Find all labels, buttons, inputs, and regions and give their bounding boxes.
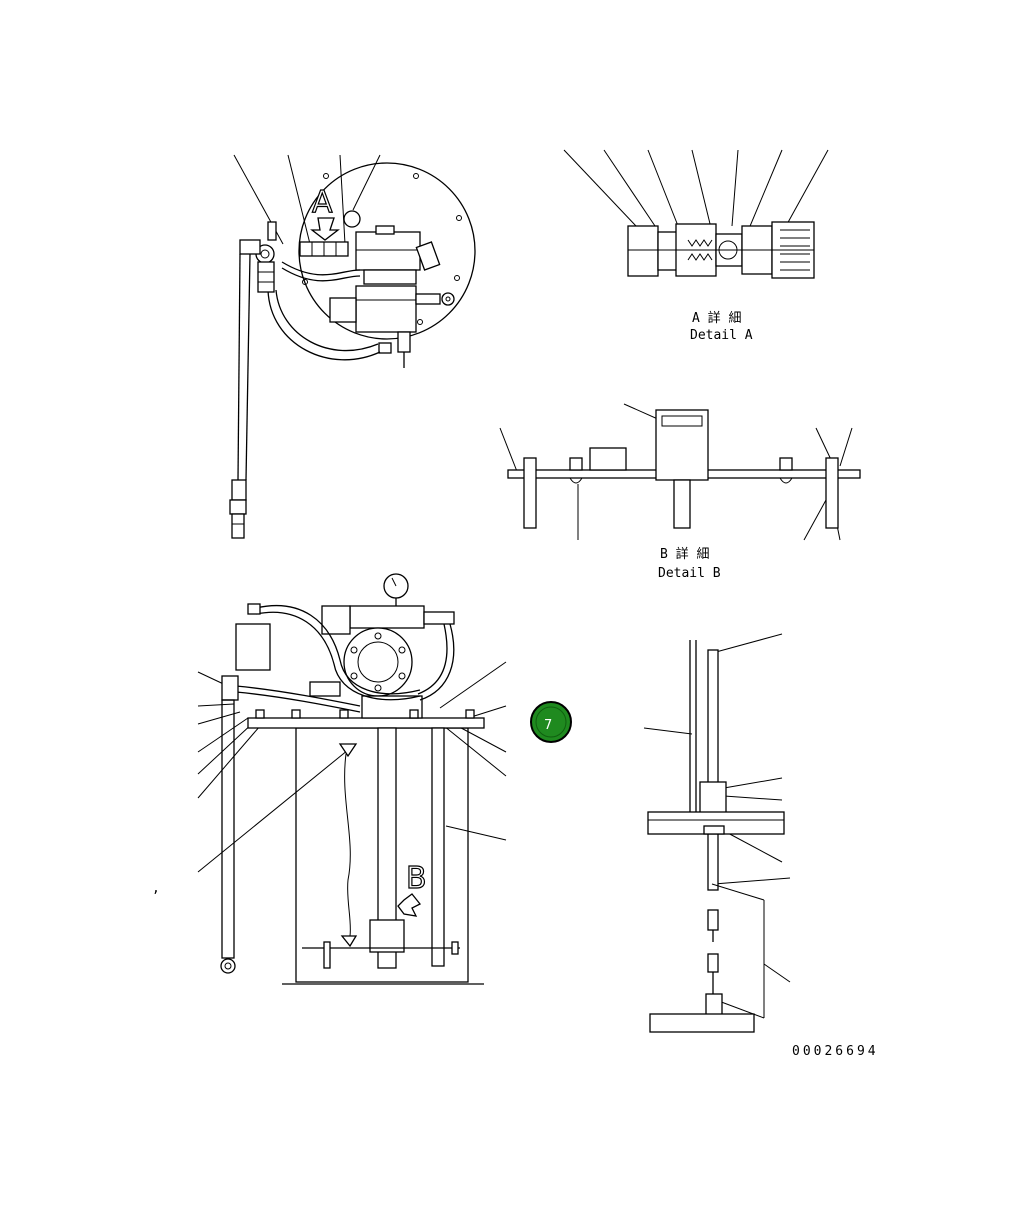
top-view-assembly: A [229, 154, 476, 539]
detail-a-en-label: Detail A [690, 328, 753, 343]
detail-b-section: B 詳 細 Detail B [499, 403, 861, 581]
view-arrow-b [397, 893, 422, 917]
detail-a-jp-label: A 詳 細 [692, 310, 741, 326]
page-number-text: 7 [544, 718, 552, 733]
detail-b-jp-label: B 詳 細 [660, 546, 709, 562]
dip-rod-section [643, 633, 791, 1033]
detail-b-en-label: Detail B [658, 566, 721, 581]
stray-mark: , [152, 881, 160, 896]
page-number-badge: 7 [530, 701, 572, 743]
view-arrow-a [310, 217, 340, 241]
drawing-number: 00026694 [792, 1044, 879, 1059]
side-view-assembly: B , [152, 573, 507, 985]
callout-a-label: A [312, 185, 333, 220]
detail-a-section: A 詳 細 Detail A [563, 149, 829, 343]
callout-b-label: B [406, 861, 427, 896]
